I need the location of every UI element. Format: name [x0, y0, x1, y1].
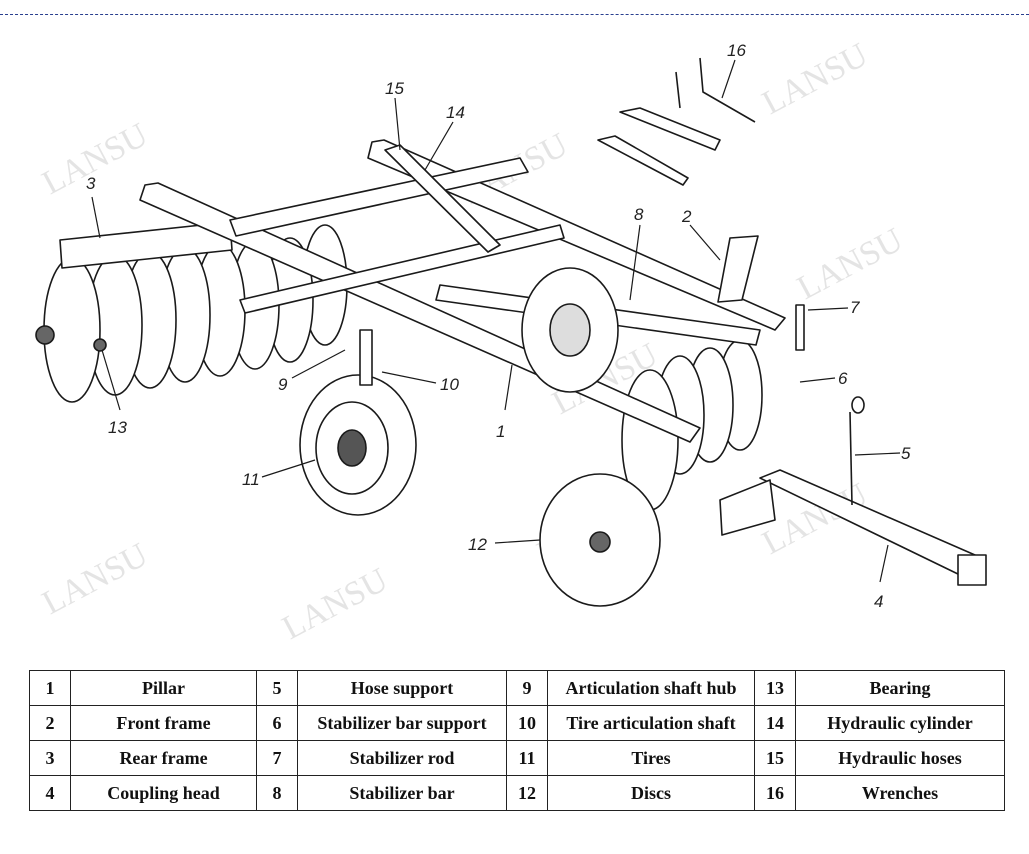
- callout-6: 6: [838, 369, 848, 388]
- callout-3: 3: [86, 174, 96, 193]
- legend-label: Stabilizer bar support: [297, 705, 507, 741]
- watermark: LANSU: [276, 561, 393, 647]
- legend-label: Stabilizer rod: [297, 740, 507, 776]
- coupling-head: [957, 554, 987, 586]
- legend-number: 6: [256, 705, 298, 741]
- legend-number: 1: [29, 670, 71, 706]
- legend-row: 4 Coupling head 8 Stabilizer bar 12 Disc…: [29, 775, 1005, 811]
- legend-number: 8: [256, 775, 298, 811]
- legend-label: Hose support: [297, 670, 507, 706]
- legend-label: Rear frame: [70, 740, 257, 776]
- disc-harrow-drawing: LANSU LANSU LANSU LANSU LANSU LANSU LANS…: [35, 36, 987, 647]
- legend-row: 1 Pillar 5 Hose support 9 Articulation s…: [29, 670, 1005, 706]
- leader-lines: [91, 59, 901, 583]
- watermark: LANSU: [756, 36, 873, 122]
- legend-label: Pillar: [70, 670, 257, 706]
- hydraulic-cylinder: [384, 144, 501, 253]
- legend-number: 16: [754, 775, 796, 811]
- callout-9: 9: [278, 375, 288, 394]
- callout-14: 14: [446, 103, 465, 122]
- rear-frame: [59, 221, 233, 269]
- pillar: [717, 235, 759, 303]
- legend-number: 4: [29, 775, 71, 811]
- watermark: LANSU: [791, 221, 908, 307]
- legend-label: Bearing: [795, 670, 1005, 706]
- legend-number: 11: [506, 740, 548, 776]
- callouts: 1 2 3 4 5 6 7 8 9 10 11 12 13 14 15 16: [86, 41, 911, 611]
- main-beam-front: [367, 139, 786, 331]
- callout-13: 13: [108, 418, 127, 437]
- legend-row: 2 Front frame 6 Stabilizer bar support 1…: [29, 705, 1005, 741]
- callout-15: 15: [385, 79, 404, 98]
- legend-number: 15: [754, 740, 796, 776]
- legend-number: 9: [506, 670, 548, 706]
- legend-number: 13: [754, 670, 796, 706]
- legend-number: 5: [256, 670, 298, 706]
- callout-16: 16: [727, 41, 746, 60]
- callout-2: 2: [681, 207, 692, 226]
- legend-label: Hydraulic hoses: [795, 740, 1005, 776]
- callout-5: 5: [901, 444, 911, 463]
- legend-number: 7: [256, 740, 298, 776]
- callout-10: 10: [440, 375, 459, 394]
- tire-shaft: [359, 329, 373, 386]
- legend-number: 3: [29, 740, 71, 776]
- legend-number: 14: [754, 705, 796, 741]
- callout-1: 1: [496, 422, 505, 441]
- callout-4: 4: [874, 592, 883, 611]
- legend-number: 12: [506, 775, 548, 811]
- callout-11: 11: [242, 470, 260, 489]
- legend-label: Hydraulic cylinder: [795, 705, 1005, 741]
- legend-label: Front frame: [70, 705, 257, 741]
- legend-label: Wrenches: [795, 775, 1005, 811]
- legend-number: 10: [506, 705, 548, 741]
- watermark: LANSU: [36, 536, 153, 622]
- callout-8: 8: [634, 205, 644, 224]
- legend-label: Articulation shaft hub: [547, 670, 755, 706]
- callout-12: 12: [468, 535, 487, 554]
- legend-number: 2: [29, 705, 71, 741]
- front-disc-gang: [539, 339, 763, 607]
- parts-legend-table: 1 Pillar 5 Hose support 9 Articulation s…: [29, 670, 1005, 811]
- legend-label: Tires: [547, 740, 755, 776]
- legend-row: 3 Rear frame 7 Stabilizer rod 11 Tires 1…: [29, 740, 1005, 776]
- callout-7: 7: [850, 298, 860, 317]
- stabilizer-rod: [795, 304, 805, 351]
- legend-label: Discs: [547, 775, 755, 811]
- wrenches: [597, 57, 756, 186]
- legend-label: Tire articulation shaft: [547, 705, 755, 741]
- legend-label: Stabilizer bar: [297, 775, 507, 811]
- hose-support: [849, 411, 853, 506]
- top-dashed-rule: [0, 14, 1029, 15]
- legend-label: Coupling head: [70, 775, 257, 811]
